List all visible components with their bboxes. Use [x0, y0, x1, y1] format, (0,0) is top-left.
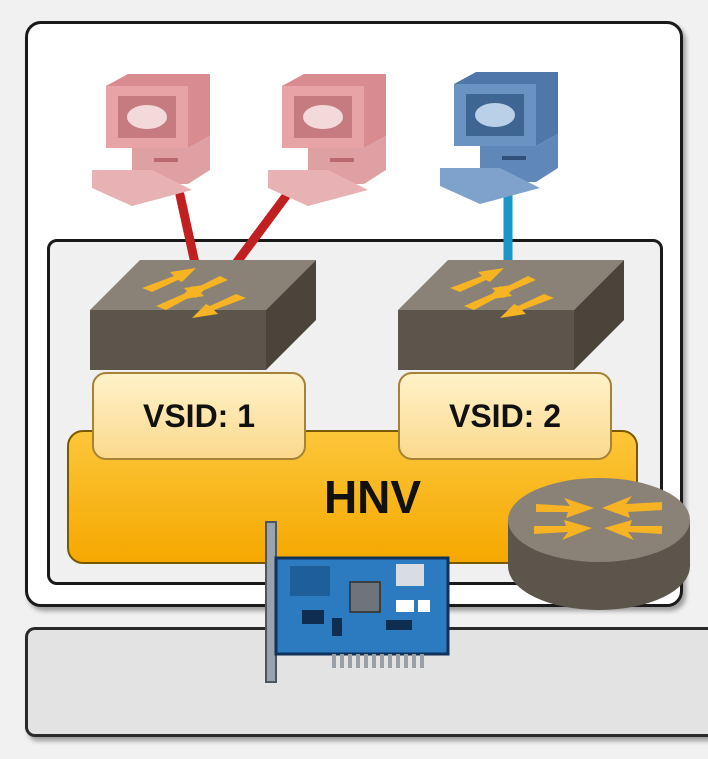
link-vm2-switch1 [223, 183, 297, 279]
virtual-switch-icon [398, 260, 624, 370]
hnv-label: HNV [323, 471, 422, 523]
vm-computer-icon [92, 74, 210, 206]
vm-computer-icon [440, 72, 558, 204]
vsid-2-box: VSID: 2 [398, 372, 612, 460]
vsid-2-label: VSID: 2 [448, 397, 562, 434]
link-vm1-switch1 [175, 190, 201, 273]
virtual-switch-icon [90, 260, 316, 370]
vsid-1-box: VSID: 1 [92, 372, 306, 460]
vm-computer-icon [268, 74, 386, 206]
vsid-1-label: VSID: 1 [142, 397, 256, 434]
router-icon [508, 478, 690, 610]
network-card-icon [265, 521, 450, 683]
